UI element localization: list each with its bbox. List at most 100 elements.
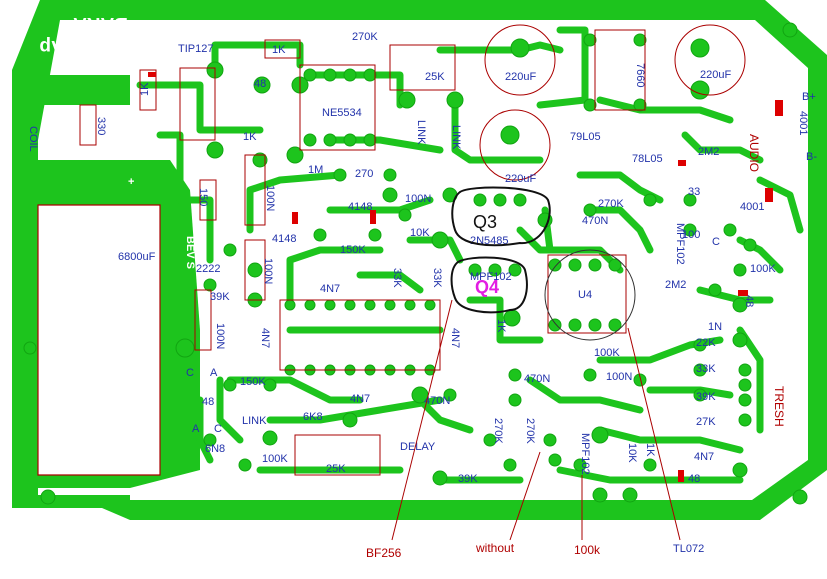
label-4n7-bot: 4N7: [350, 393, 370, 405]
label-100n-mid2: 100N: [606, 371, 632, 383]
b-minus-label: B-: [806, 151, 817, 163]
label-10k-bottom: 10K: [626, 443, 638, 463]
label-6800uf: 6800uF: [118, 251, 156, 263]
label-pin-c2: C: [214, 423, 222, 435]
label-1k-vert: 1K: [644, 443, 656, 457]
link-label: LINK: [242, 415, 267, 427]
label-27k: 27K: [696, 416, 716, 428]
label-2m2-b: 2M2: [665, 279, 686, 291]
note-bf256: BF256: [366, 546, 402, 560]
label-4001-mid: 4001: [740, 201, 764, 213]
label-gnd: GND: [644, 124, 658, 130]
hand-annotations: [391, 186, 681, 541]
label-4n7-bottom: 4N7: [694, 451, 714, 463]
label-out: OUT: [626, 132, 639, 138]
label-1k-b: 1K: [139, 82, 151, 96]
label-220uf-left: 220uF: [505, 71, 536, 83]
label-4n7-left: 4N7: [259, 328, 271, 348]
coil-label: COIL: [27, 126, 39, 152]
label-48-top: 48: [254, 78, 266, 90]
label-100n-vert2: 100N: [262, 258, 274, 284]
q4-annotation: Q4: [475, 277, 499, 297]
label-270k-right: 270K: [598, 198, 624, 210]
label-100k-mid: 100K: [594, 347, 620, 359]
label-470n-left: 470N: [424, 395, 450, 407]
label-4148-b: 4148: [272, 233, 296, 245]
label-39k-bottom: 39K: [458, 473, 478, 485]
label-150: 150: [197, 188, 209, 206]
label-100k-bottom: 100K: [262, 453, 288, 465]
label-1n: 1N: [708, 321, 722, 333]
solder-pads: [23, 22, 808, 505]
label-270k-v2: 270K: [524, 418, 536, 444]
label-mpf102-bottom: MPF102: [579, 433, 591, 475]
label-pin-c1: C: [186, 367, 194, 379]
label-10k-mid: 10K: [410, 227, 430, 239]
label-25k-bottom: 25K: [326, 463, 346, 475]
q3-annotation: Q3: [473, 212, 497, 232]
label-270k-top: 270K: [352, 31, 378, 43]
label-220uf-mid: 220uF: [505, 173, 536, 185]
label-100n-left: 100N: [264, 185, 276, 211]
label-pin-a2: A: [192, 423, 200, 435]
label-150k-mid: 150K: [340, 244, 366, 256]
label-100k-right: 100K: [750, 263, 776, 275]
label-25k-top: 25K: [425, 71, 445, 83]
label-6n8: 6N8: [205, 443, 225, 455]
label-2222: 2222: [196, 263, 220, 275]
label-link-b: LINK: [450, 125, 462, 150]
label-mpf102-right: MPF102: [674, 223, 686, 265]
label-4148-a: 4148: [348, 201, 372, 213]
label-39k-right: 39K: [696, 391, 716, 403]
component-outlines: [79, 24, 746, 476]
b-plus-label: B+: [802, 91, 816, 103]
plus-sign: +: [128, 176, 134, 188]
label-mpf102-q4: MPF102: [470, 271, 512, 283]
diode-markers: [148, 72, 783, 482]
tresh-label: TRESH: [772, 386, 786, 427]
label-33k-right: 33K: [696, 363, 716, 375]
label-79l05: 79L05: [570, 131, 601, 143]
label-33: 33: [688, 186, 700, 198]
bottom-notes: BF256 without 100k TL072: [366, 541, 704, 560]
note-100k: 100k: [574, 543, 601, 557]
label-48-left: 48: [202, 396, 214, 408]
label-330: 330: [95, 117, 107, 135]
label-78l05: 78L05: [632, 153, 663, 165]
label-1k-c: 1K: [495, 319, 507, 333]
board-title: BARA A1x 8 Ap: [39, 13, 128, 57]
label-link-a: LINK: [415, 120, 427, 145]
label-4n7-a: 4N7: [320, 283, 340, 295]
label-470n-mid: 470N: [524, 373, 550, 385]
label-39k-left: 39K: [210, 291, 230, 303]
label-33k-b: 33K: [431, 268, 443, 288]
label-100: 100: [682, 229, 700, 241]
label-470n-right: 470N: [582, 215, 608, 227]
note-without: without: [475, 541, 515, 555]
label-pin-a1: A: [210, 367, 218, 379]
delay-label: DELAY: [400, 441, 436, 453]
label-270k-v: 270K: [492, 418, 504, 444]
label-tip127: TIP127: [178, 43, 213, 55]
label-4n7-right: 4N7: [449, 328, 461, 348]
label-48-right: 48: [743, 295, 755, 307]
label-48-bottom: 48: [688, 473, 700, 485]
label-1k-left: 1K: [243, 131, 257, 143]
label-6k8: 6K8: [303, 411, 323, 423]
label-4001-top: 4001: [797, 111, 809, 135]
label-150k-left: 150K: [240, 376, 266, 388]
label-in: IN: [666, 132, 672, 138]
component-labels: TIP127 1K 270K 25K 48 NE5534 LINK LINK 2…: [95, 31, 809, 485]
label-22k: 22K: [696, 337, 716, 349]
label-2m2-a: 2M2: [698, 146, 719, 158]
label-1k-a: 1K: [272, 44, 286, 56]
label-pin-c3: C: [712, 236, 720, 248]
label-270: 270: [355, 168, 373, 180]
board-text: COIL BEV S DELAY LINK AUDIO TRESH B+ B- …: [27, 91, 817, 453]
title-line2: A1x 8 Ap: [39, 36, 120, 57]
label-7660: 7660: [634, 63, 646, 87]
bevs-label: BEV S: [184, 236, 196, 269]
label-220uf-right: 220uF: [700, 69, 731, 81]
